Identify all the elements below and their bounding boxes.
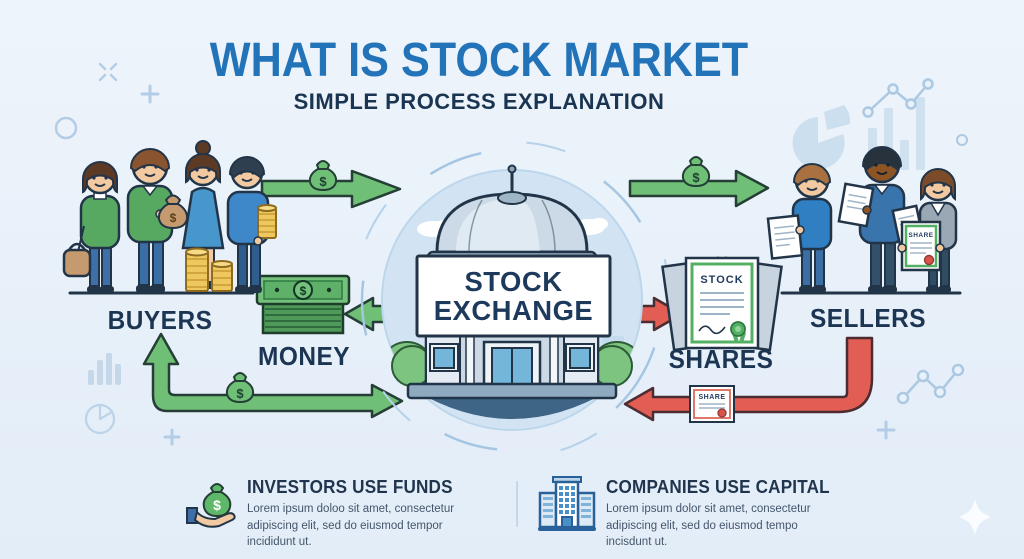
- sellers-group: SHARE: [766, 146, 962, 295]
- plus-icon: [876, 420, 896, 440]
- line-chart-decoration-icon: [862, 78, 934, 118]
- sparkle-cross-icon: [98, 62, 118, 82]
- footer-item-description: Lorem ipsum dolor sit amet, consectetur …: [606, 503, 811, 549]
- money-bag-icon: $: [225, 372, 255, 404]
- exchange-sign-line1: STOCK: [464, 265, 563, 297]
- share-certificate-label: SHARE: [908, 232, 933, 239]
- money-bag-icon: $: [308, 160, 338, 192]
- exchange-sign-text: STOCK EXCHANGE: [419, 257, 608, 335]
- coin-stack-icon: [185, 247, 233, 292]
- footer-divider: [516, 481, 518, 527]
- money-bag-icon: $: [157, 194, 189, 230]
- buyer-man-with-bag: $: [126, 148, 189, 293]
- money-return-arrow: $: [142, 332, 404, 419]
- dollar-symbol: $: [170, 211, 177, 225]
- exchange-sign-board: [415, 254, 612, 338]
- line-chart-decoration-icon: [896, 363, 965, 405]
- handbag-icon: [62, 248, 92, 278]
- document-icon: [766, 214, 804, 260]
- footer-item-description: Lorem ipsum doloo sit amet, consectetur …: [247, 503, 455, 549]
- footer-item-companies: COMPANIES USE CAPITAL Lorem ipsum dolor …: [606, 477, 846, 551]
- shares-label: SHARES: [668, 344, 774, 374]
- dollar-symbol: $: [692, 170, 700, 185]
- office-building-icon: [538, 476, 596, 531]
- plus-icon: [163, 428, 181, 446]
- bar-chart-decoration-icon: [88, 353, 121, 385]
- buyer-man-with-coins: [226, 156, 277, 293]
- money-label: MONEY: [258, 341, 350, 371]
- share-return-arrow: SHARE: [623, 336, 874, 423]
- exchange-sign-line2: EXCHANGE: [433, 295, 594, 326]
- building-window: [433, 347, 455, 369]
- stock-exchange-emblem: [353, 141, 671, 459]
- flow-arrows: $ $ $: [142, 156, 874, 423]
- coin-stack-icon: [257, 204, 277, 239]
- plus-icon: [140, 84, 160, 104]
- page-title: WHAT IS STOCK MARKET: [209, 34, 749, 87]
- buyer-woman: [62, 161, 121, 293]
- dollar-symbol: $: [236, 386, 244, 401]
- footer-item-title: INVESTORS USE FUNDS: [247, 477, 453, 497]
- sellers-label: SELLERS: [809, 303, 927, 333]
- buyers-group: $: [62, 140, 277, 295]
- building-platform: [406, 382, 618, 400]
- money-arrow-buyers-to-exchange: $: [260, 160, 402, 209]
- circle-decoration-icon: [54, 116, 78, 140]
- money-arrow-exchange-to-sellers: $: [628, 156, 770, 208]
- dollar-symbol: $: [213, 497, 221, 513]
- footer-item-investors: INVESTORS USE FUNDS Lorem ipsum doloo si…: [247, 477, 487, 551]
- bar-chart-decoration-icon: [868, 97, 925, 170]
- building-window: [569, 347, 591, 369]
- hand-money-bag-icon: $: [186, 483, 236, 528]
- footer-item-title: COMPANIES USE CAPITAL: [606, 477, 830, 497]
- money-stack-icon: $: [255, 274, 351, 335]
- share-certificate-label: SHARE: [698, 394, 725, 401]
- page-subtitle: SIMPLE PROCESS EXPLANATION: [293, 89, 665, 114]
- buyer-woman-dress: [181, 140, 225, 289]
- stock-exchange-building: [391, 164, 633, 400]
- stock-certificate-icon: STOCK: [661, 256, 783, 352]
- circle-decoration-icon: [956, 134, 968, 146]
- background-decorations: [54, 62, 991, 535]
- share-certificate-icon: SHARE: [689, 385, 735, 423]
- share-certificate-icon: SHARE: [900, 220, 942, 272]
- sparkle-star-icon: [959, 499, 991, 535]
- seller-man-tall: [837, 146, 925, 293]
- money-bag-icon: $: [681, 156, 711, 188]
- seller-man: [766, 163, 833, 293]
- dollar-symbol: $: [300, 284, 307, 298]
- pie-chart-outline-icon: [84, 403, 116, 435]
- pie-chart-decoration-icon: [792, 105, 851, 169]
- dollar-symbol: $: [319, 174, 327, 189]
- document-icon: [837, 182, 875, 228]
- stock-certificate-label: STOCK: [700, 274, 743, 286]
- seller-woman: SHARE: [897, 168, 958, 293]
- buyers-label: BUYERS: [107, 305, 213, 335]
